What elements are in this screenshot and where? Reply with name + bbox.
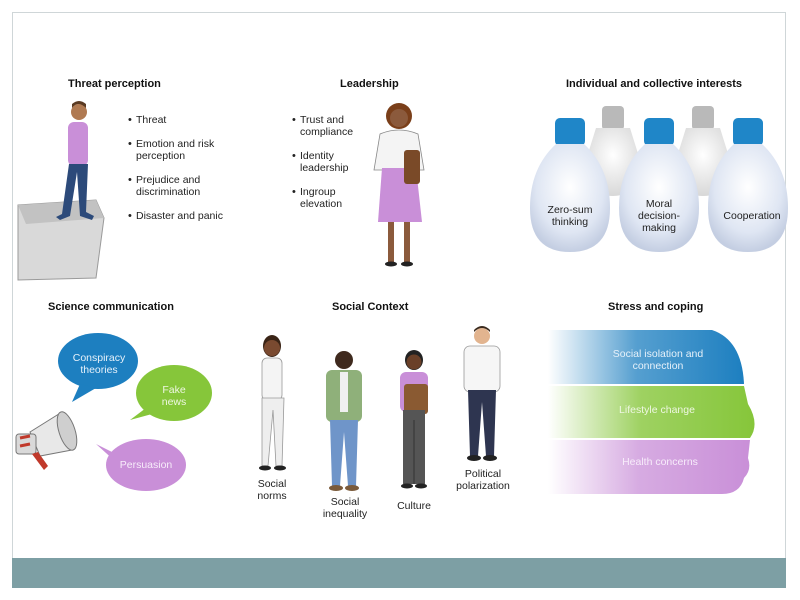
band-green xyxy=(548,386,755,438)
figure-caption: Culture xyxy=(397,500,431,512)
leadership-title: Leadership xyxy=(340,78,399,90)
threat-perception-list: Threat Emotion and risk perception Preju… xyxy=(128,114,238,234)
figure-social-norms xyxy=(259,335,286,471)
bulb-label: Zero-sum thinking xyxy=(547,204,593,228)
band-label: Social isolation and connection xyxy=(612,348,704,372)
figure-caption: Political polarization xyxy=(456,468,510,492)
leader-leg-right xyxy=(404,222,410,262)
list-item: Ingroup elevation xyxy=(292,186,372,210)
list-item: Threat xyxy=(128,114,238,126)
bulb-label: Moral decision-making xyxy=(637,198,681,234)
band-label: Lifestyle change xyxy=(619,404,695,416)
bubble-label: Fake news xyxy=(161,384,187,408)
threat-perception-title: Threat perception xyxy=(68,78,161,90)
person-head xyxy=(71,104,87,120)
interests-title: Individual and collective interests xyxy=(566,78,743,90)
band-label: Health concerns xyxy=(622,456,698,468)
leader-leg-left xyxy=(388,222,394,262)
figure-political-polarization xyxy=(463,326,501,461)
bubble-green xyxy=(136,365,212,421)
figure-social-inequality xyxy=(326,351,362,491)
stress-coping-title: Stress and coping xyxy=(608,301,704,313)
leadership-list: Trust and compliance Identity leadership… xyxy=(292,114,372,222)
leader-folder xyxy=(404,150,420,184)
list-item: Prejudice and discrimination xyxy=(128,174,238,198)
leader-shoe-right xyxy=(401,261,413,267)
blue-bulb-1 xyxy=(530,118,610,252)
bubble-blue xyxy=(58,333,138,389)
science-communication-title: Science communication xyxy=(48,301,174,313)
footer-bar xyxy=(12,558,786,588)
list-item: Identity leadership xyxy=(292,150,372,174)
band-blue xyxy=(548,330,744,384)
figure-caption: Social inequality xyxy=(322,496,368,520)
list-item: Trust and compliance xyxy=(292,114,372,138)
person-jeans xyxy=(56,164,94,220)
list-item: Emotion and risk perception xyxy=(128,138,238,162)
bulb-label: Cooperation xyxy=(723,210,781,222)
leader-shoe-left xyxy=(385,261,397,267)
figure-culture xyxy=(400,350,428,489)
megaphone-icon xyxy=(15,411,78,470)
bubble-label: Persuasion xyxy=(119,459,173,471)
leader-head xyxy=(390,109,408,127)
bubble-label: Conspiracy theories xyxy=(72,352,126,376)
blue-bulb-2 xyxy=(619,118,699,252)
band-purple xyxy=(548,440,750,494)
social-context-title: Social Context xyxy=(332,301,409,313)
list-item: Disaster and panic xyxy=(128,210,238,222)
person-shirt xyxy=(68,122,88,166)
person-hair xyxy=(72,101,86,108)
blue-bulb-3 xyxy=(708,118,788,252)
bubble-purple xyxy=(106,439,186,491)
figure-caption: Social norms xyxy=(257,478,287,502)
